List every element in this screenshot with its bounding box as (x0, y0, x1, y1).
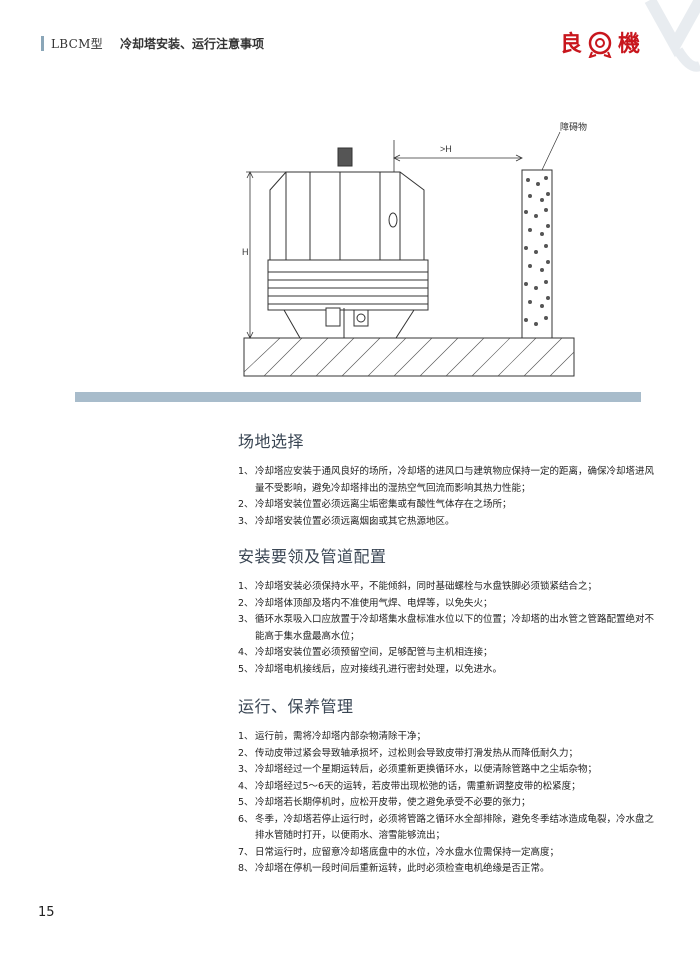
list-item: 4、冷却塔安装位置必须预留空间，足够配管与主机相连接； (238, 647, 493, 658)
distance-dimension (393, 140, 523, 172)
header-title: 冷却塔安装、运行注意事项 (120, 37, 265, 51)
section-divider (75, 392, 641, 402)
header-accent-bar (41, 36, 44, 51)
obstacle-label: 障碍物 (560, 121, 587, 133)
list-item: 2、传动皮带过紧会导致轴承损坏，过松则会导致皮带打滑发热从而降低耐久力； (238, 747, 579, 759)
cooling-tower (267, 147, 429, 339)
list-item: 6、冬季，冷却塔若停止运行时，必须将管路之循环水全部排除，避免冬季结冰造成龟裂，… (238, 813, 655, 842)
list-item: 2、冷却塔体顶部及塔内不准使用气焊、电焊等，以免失火； (238, 597, 493, 609)
section-installation-piping: 安装要领及管道配置 1、冷却塔安装必须保持水平，不能倾斜，同时基础螺栓与水盘铁脚… (238, 543, 658, 678)
section-operation-maintenance: 运行、保养管理 1、运行前，需将冷却塔内部杂物清除干净； 2、传动皮带过紧会导致… (238, 693, 658, 878)
header-model: LBCM型 (51, 37, 103, 51)
corner-decoration (644, 0, 700, 72)
section-title: 场地选择 (238, 432, 305, 451)
list-item: 3、冷却塔安装位置必须远离烟囱或其它热源地区。 (238, 515, 455, 527)
section-site-selection: 场地选择 1、冷却塔应安装于通风良好的场所，冷却塔的进风口与建筑物应保持一定的距… (238, 428, 658, 530)
list-item: 7、日常运行时，应留意冷却塔底盘中的水位，冷水盘水位需保持一定高度； (238, 846, 560, 858)
list-item: 3、循环水泵吸入口应放置于冷却塔集水盘标准水位以下的位置；冷却塔的出水管之管路配… (238, 614, 655, 642)
list-item: 2、冷却塔安装位置必须远离尘垢密集或有酸性气体存在之场所； (238, 499, 512, 510)
ground-slab (243, 337, 575, 377)
brand-logo: 良 機 (560, 30, 640, 58)
brand-emblem-icon (588, 31, 612, 58)
list-item: 5、冷却塔电机接线后，应对接线孔进行密封处理，以免进水。 (238, 663, 503, 675)
brand-right-char: 機 (618, 31, 641, 57)
list-item: 1、运行前，需将冷却塔内部杂物清除干净； (238, 731, 427, 742)
list-item: 8、冷却塔在停机一段时间后重新运转，此时必须检查电机绝缘是否正常。 (238, 863, 550, 874)
list-item: 3、冷却塔经过一个星期运转后，必须重新更换循环水，以便清除管路中之尘垢杂物； (238, 764, 598, 775)
distance-label: >H (440, 144, 452, 154)
list-item: 5、冷却塔若长期停机时，应松开皮带，使之避免承受不必要的张力； (238, 797, 531, 808)
height-dimension (246, 171, 290, 339)
page-number: 15 (38, 905, 55, 920)
page-header: LBCM型 冷却塔安装、运行注意事项 良 機 (0, 0, 700, 72)
list-item: 1、冷却塔应安装于通风良好的场所，冷却塔的进风口与建筑物应保持一定的距离，确保冷… (238, 466, 655, 494)
brand-left-char: 良 (560, 31, 583, 57)
installation-diagram: H >H 障碍物 (242, 121, 587, 377)
obstacle-wall (521, 131, 561, 339)
height-label: H (242, 247, 249, 257)
list-item: 1、冷却塔安装必须保持水平，不能倾斜，同时基础螺栓与水盘铁脚必须锁紧结合之； (238, 581, 598, 592)
section-title: 运行、保养管理 (238, 697, 354, 716)
section-title: 安装要领及管道配置 (238, 547, 387, 566)
list-item: 4、冷却塔经过5～6天的运转，若皮带出现松弛的话，需重新调整皮带的松紧度； (238, 780, 581, 792)
